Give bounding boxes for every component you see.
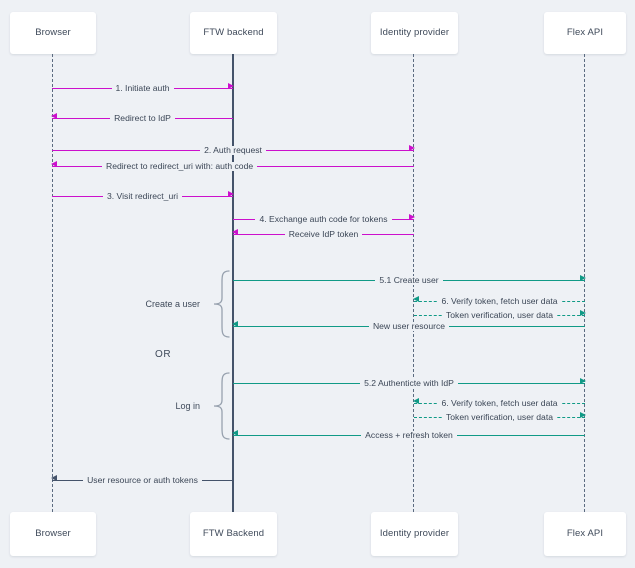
- message-token-verification-login: Token verification, user data: [414, 410, 586, 425]
- message-label: User resource or auth tokens: [83, 476, 202, 485]
- actor-label-browser-bottom: Browser: [35, 528, 71, 540]
- arrowhead-right-icon: [580, 310, 586, 317]
- arrowhead-left-icon: [51, 161, 57, 168]
- message-initiate-auth: 1. Initiate auth: [52, 81, 234, 96]
- actor-box-flex-top[interactable]: Flex API: [544, 12, 626, 54]
- arrowhead-left-icon: [232, 321, 238, 328]
- message-verify-token-login: 6. Verify token, fetch user data: [413, 396, 585, 411]
- message-auth-request: 2. Auth request: [52, 143, 415, 158]
- brace-log-in: [208, 372, 232, 440]
- arrowhead-right-icon: [580, 378, 586, 385]
- message-token-verification-create: Token verification, user data: [414, 308, 586, 323]
- message-label: 3. Visit redirect_uri: [102, 192, 182, 201]
- message-visit-redirect-uri: 3. Visit redirect_uri: [52, 189, 234, 204]
- actor-label-ftw-bottom: FTW Backend: [202, 528, 265, 540]
- actor-label-flex-bottom: Flex API: [566, 528, 604, 540]
- lifeline-browser: [52, 54, 53, 512]
- group-label-log-in: Log in: [100, 401, 200, 411]
- message-redirect-uri-auth-code: Redirect to redirect_uri with: auth code: [51, 159, 414, 174]
- message-label: Token verification, user data: [441, 311, 557, 320]
- arrowhead-left-icon: [413, 398, 419, 405]
- message-label: 2. Auth request: [200, 146, 266, 155]
- actor-box-browser-top[interactable]: Browser: [10, 12, 96, 54]
- arrowhead-right-icon: [580, 275, 586, 282]
- lifeline-ftw: [232, 54, 234, 512]
- arrowhead-right-icon: [409, 214, 415, 221]
- actor-label-flex-top: Flex API: [566, 27, 604, 39]
- actor-label-ftw-top: FTW backend: [203, 27, 264, 39]
- message-new-user-resource: New user resource: [232, 319, 585, 334]
- arrowhead-right-icon: [228, 83, 234, 90]
- message-label: 6. Verify token, fetch user data: [437, 399, 562, 408]
- arrowhead-left-icon: [51, 475, 57, 482]
- or-text: OR: [155, 349, 172, 360]
- arrowhead-left-icon: [51, 113, 57, 120]
- message-redirect-to-idp: Redirect to IdP: [51, 111, 233, 126]
- message-label: 5.2 Authenticte with IdP: [360, 379, 458, 388]
- arrowhead-left-icon: [232, 430, 238, 437]
- message-label: New user resource: [368, 322, 450, 331]
- message-label: 5.1 Create user: [375, 276, 443, 285]
- message-label: 4. Exchange auth code for tokens: [255, 215, 392, 224]
- message-access-refresh-token: Access + refresh token: [232, 428, 585, 443]
- group-label-text: Create a user: [145, 299, 200, 309]
- message-label: 1. Initiate auth: [111, 84, 174, 93]
- message-label: Redirect to redirect_uri with: auth code: [102, 162, 258, 171]
- lifeline-flex: [584, 54, 585, 512]
- actor-box-ftw-bottom[interactable]: FTW Backend: [190, 512, 277, 556]
- group-label-text: Log in: [175, 401, 200, 411]
- actor-label-idp-bottom: Identity provider: [379, 528, 450, 540]
- message-authenticate-with-idp: 5.2 Authenticte with IdP: [233, 376, 586, 391]
- message-label: Redirect to IdP: [110, 114, 175, 123]
- message-label: Receive IdP token: [284, 230, 363, 239]
- arrowhead-left-icon: [413, 296, 419, 303]
- arrowhead-right-icon: [409, 145, 415, 152]
- message-exchange-auth-code: 4. Exchange auth code for tokens: [233, 212, 415, 227]
- actor-box-ftw-top[interactable]: FTW backend: [190, 12, 277, 54]
- actor-box-idp-bottom[interactable]: Identity provider: [371, 512, 458, 556]
- message-receive-idp-token: Receive IdP token: [232, 227, 414, 242]
- actor-label-browser-top: Browser: [35, 27, 71, 39]
- message-label: Token verification, user data: [441, 413, 557, 422]
- actor-box-browser-bottom[interactable]: Browser: [10, 512, 96, 556]
- brace-create-user: [208, 270, 232, 338]
- message-label: 6. Verify token, fetch user data: [437, 297, 562, 306]
- arrowhead-left-icon: [232, 229, 238, 236]
- arrowhead-right-icon: [228, 191, 234, 198]
- actor-box-idp-top[interactable]: Identity provider: [371, 12, 458, 54]
- or-divider-label: OR: [155, 349, 171, 360]
- actor-box-flex-bottom[interactable]: Flex API: [544, 512, 626, 556]
- message-verify-token-create: 6. Verify token, fetch user data: [413, 294, 585, 309]
- message-user-resource-or-tokens: User resource or auth tokens: [51, 473, 233, 488]
- message-create-user: 5.1 Create user: [233, 273, 586, 288]
- group-label-create-user: Create a user: [100, 299, 200, 309]
- message-label: Access + refresh token: [361, 431, 457, 440]
- arrowhead-right-icon: [580, 412, 586, 419]
- actor-label-idp-top: Identity provider: [379, 27, 450, 39]
